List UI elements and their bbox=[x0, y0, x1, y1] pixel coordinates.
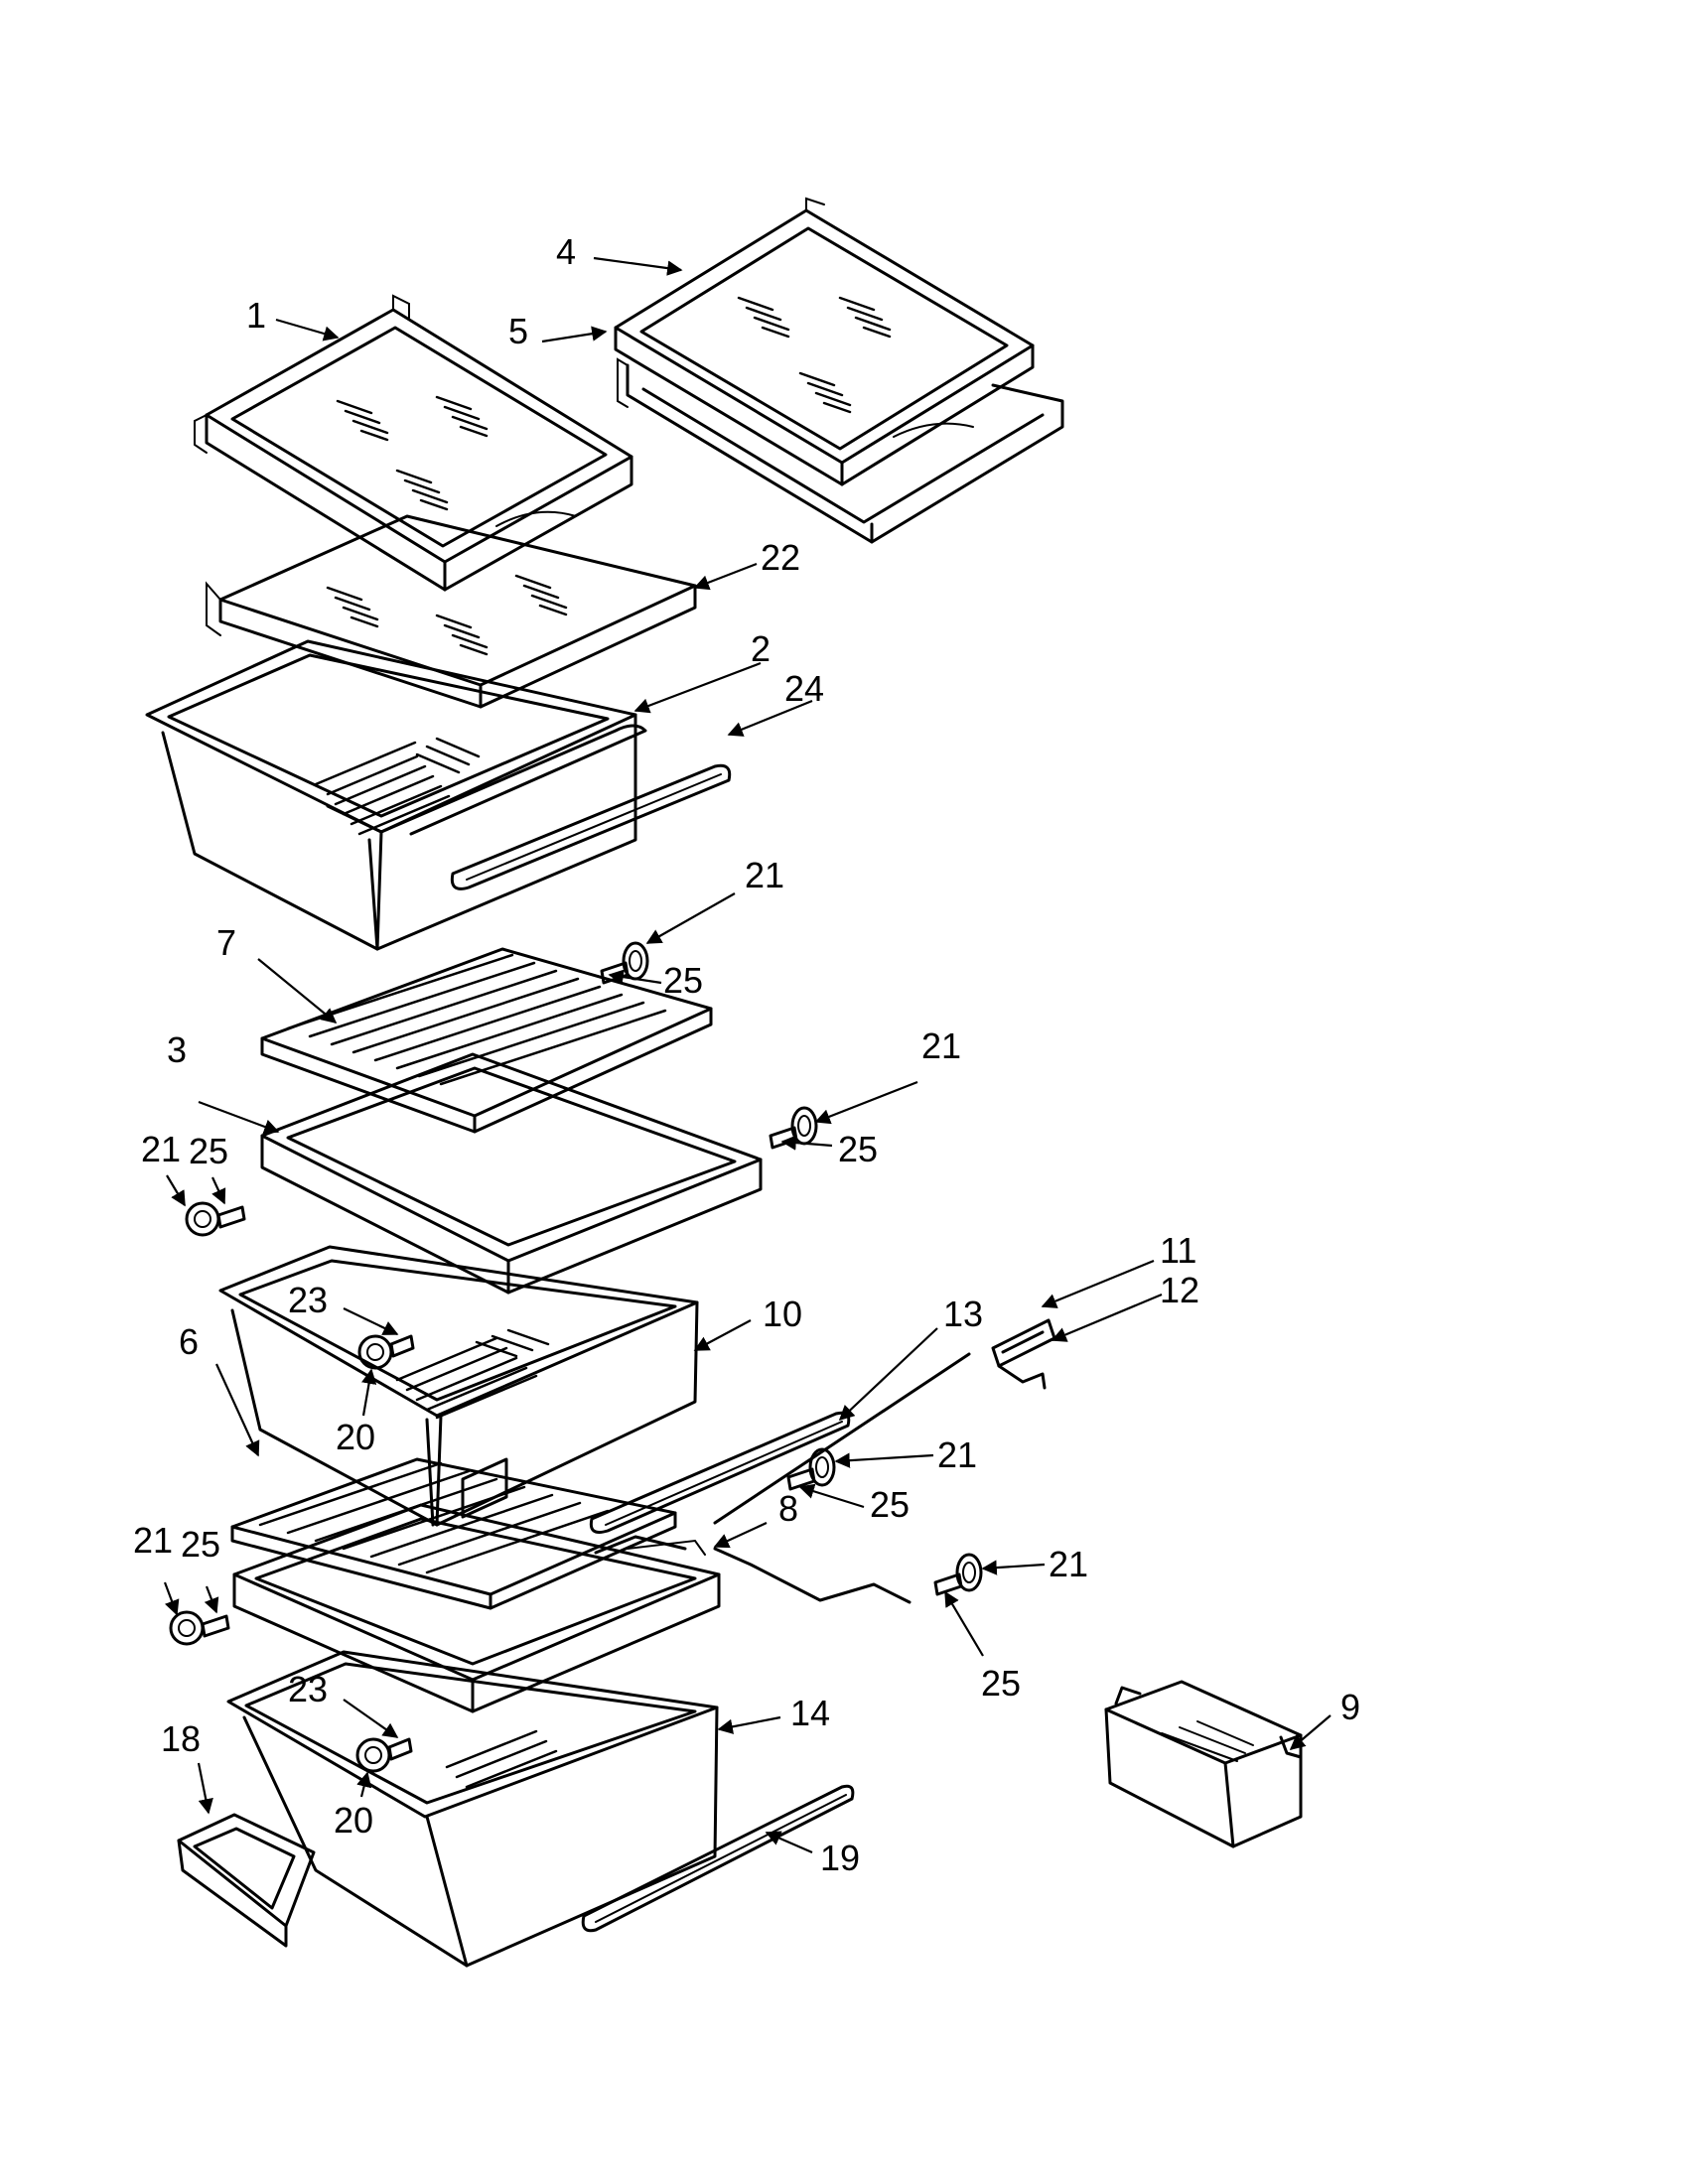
roller-21 bbox=[169, 1610, 205, 1646]
callout-22: 22 bbox=[761, 537, 800, 578]
stud-25 bbox=[786, 1467, 816, 1491]
callout-14: 14 bbox=[790, 1693, 830, 1733]
callout-23: 23 bbox=[288, 1669, 328, 1709]
drawer-vent-grille bbox=[395, 1328, 550, 1420]
callout-leaders bbox=[163, 256, 1332, 1854]
drawer-vent-grille bbox=[445, 1729, 558, 1789]
callout-9: 9 bbox=[1340, 1687, 1360, 1727]
callout-24: 24 bbox=[784, 668, 824, 709]
cover-panel-6 bbox=[230, 1457, 677, 1610]
glass-shelf-4 bbox=[614, 197, 1035, 486]
callout-21: 21 bbox=[1049, 1544, 1088, 1584]
callout-12: 12 bbox=[1160, 1270, 1199, 1310]
roller-20 bbox=[357, 1334, 393, 1370]
callout-11: 11 bbox=[1160, 1230, 1196, 1271]
callout-21: 21 bbox=[921, 1025, 961, 1066]
roller-21 bbox=[955, 1553, 983, 1592]
cover-panel-7 bbox=[260, 947, 713, 1134]
wiring-harness bbox=[594, 1352, 971, 1604]
roller-hardware bbox=[169, 941, 983, 1773]
callout-25: 25 bbox=[838, 1129, 878, 1169]
glass-reflection-marks bbox=[336, 395, 489, 511]
callout-13: 13 bbox=[943, 1294, 983, 1334]
glass-shelf-22 bbox=[206, 514, 697, 709]
callout-8: 8 bbox=[778, 1488, 798, 1529]
callout-20: 20 bbox=[334, 1800, 373, 1841]
callout-1: 1 bbox=[246, 295, 266, 336]
roller-20 bbox=[355, 1737, 391, 1773]
callout-5: 5 bbox=[508, 311, 528, 351]
stud-25 bbox=[216, 1205, 246, 1229]
callout-21: 21 bbox=[133, 1520, 173, 1561]
callout-4: 4 bbox=[556, 231, 576, 272]
glass-reflection-marks bbox=[737, 296, 892, 414]
callout-2: 2 bbox=[751, 628, 771, 669]
nameplate-18 bbox=[177, 1813, 316, 1948]
callout-19: 19 bbox=[820, 1838, 860, 1878]
callout-25: 25 bbox=[870, 1484, 910, 1525]
bin-9 bbox=[1104, 1680, 1303, 1848]
callout-25: 25 bbox=[663, 960, 703, 1001]
shelf-frame-8 bbox=[232, 1503, 721, 1713]
glass-reflection-marks bbox=[326, 574, 568, 656]
bracket-11-12 bbox=[991, 1318, 1056, 1390]
callout-10: 10 bbox=[763, 1294, 802, 1334]
callout-3: 3 bbox=[167, 1029, 187, 1070]
drawer-vent-grille bbox=[314, 737, 481, 836]
shelf-frame-3 bbox=[260, 1052, 763, 1295]
callout-labels: 1 4 5 22 2 24 21 25 7 3 21 25 21 25 23 2… bbox=[133, 231, 1360, 1878]
stud-23 bbox=[389, 1334, 415, 1358]
crisper-drawer-2 bbox=[145, 639, 647, 951]
callout-6: 6 bbox=[179, 1321, 199, 1362]
shelf-frame-5 bbox=[617, 357, 1064, 544]
callout-25: 25 bbox=[981, 1663, 1021, 1704]
stud-25 bbox=[600, 961, 630, 985]
drawer-rail-19 bbox=[581, 1784, 855, 1933]
stud-23 bbox=[387, 1737, 413, 1761]
glass-shelf-1 bbox=[194, 294, 633, 592]
panel-ribs bbox=[258, 1461, 610, 1574]
callout-21: 21 bbox=[141, 1129, 181, 1169]
callout-18: 18 bbox=[161, 1718, 201, 1759]
drawer-rail-24 bbox=[450, 763, 732, 890]
stud-25 bbox=[201, 1614, 230, 1638]
roller-21 bbox=[185, 1201, 220, 1237]
callout-21: 21 bbox=[745, 855, 784, 895]
stud-25 bbox=[933, 1572, 963, 1596]
callout-23: 23 bbox=[288, 1280, 328, 1320]
panel-ribs bbox=[286, 953, 667, 1086]
callout-25: 25 bbox=[181, 1524, 220, 1565]
callout-7: 7 bbox=[216, 922, 236, 963]
callout-25: 25 bbox=[189, 1131, 228, 1171]
callout-20: 20 bbox=[336, 1417, 375, 1457]
callout-21: 21 bbox=[937, 1434, 977, 1475]
roller-21 bbox=[808, 1447, 836, 1487]
